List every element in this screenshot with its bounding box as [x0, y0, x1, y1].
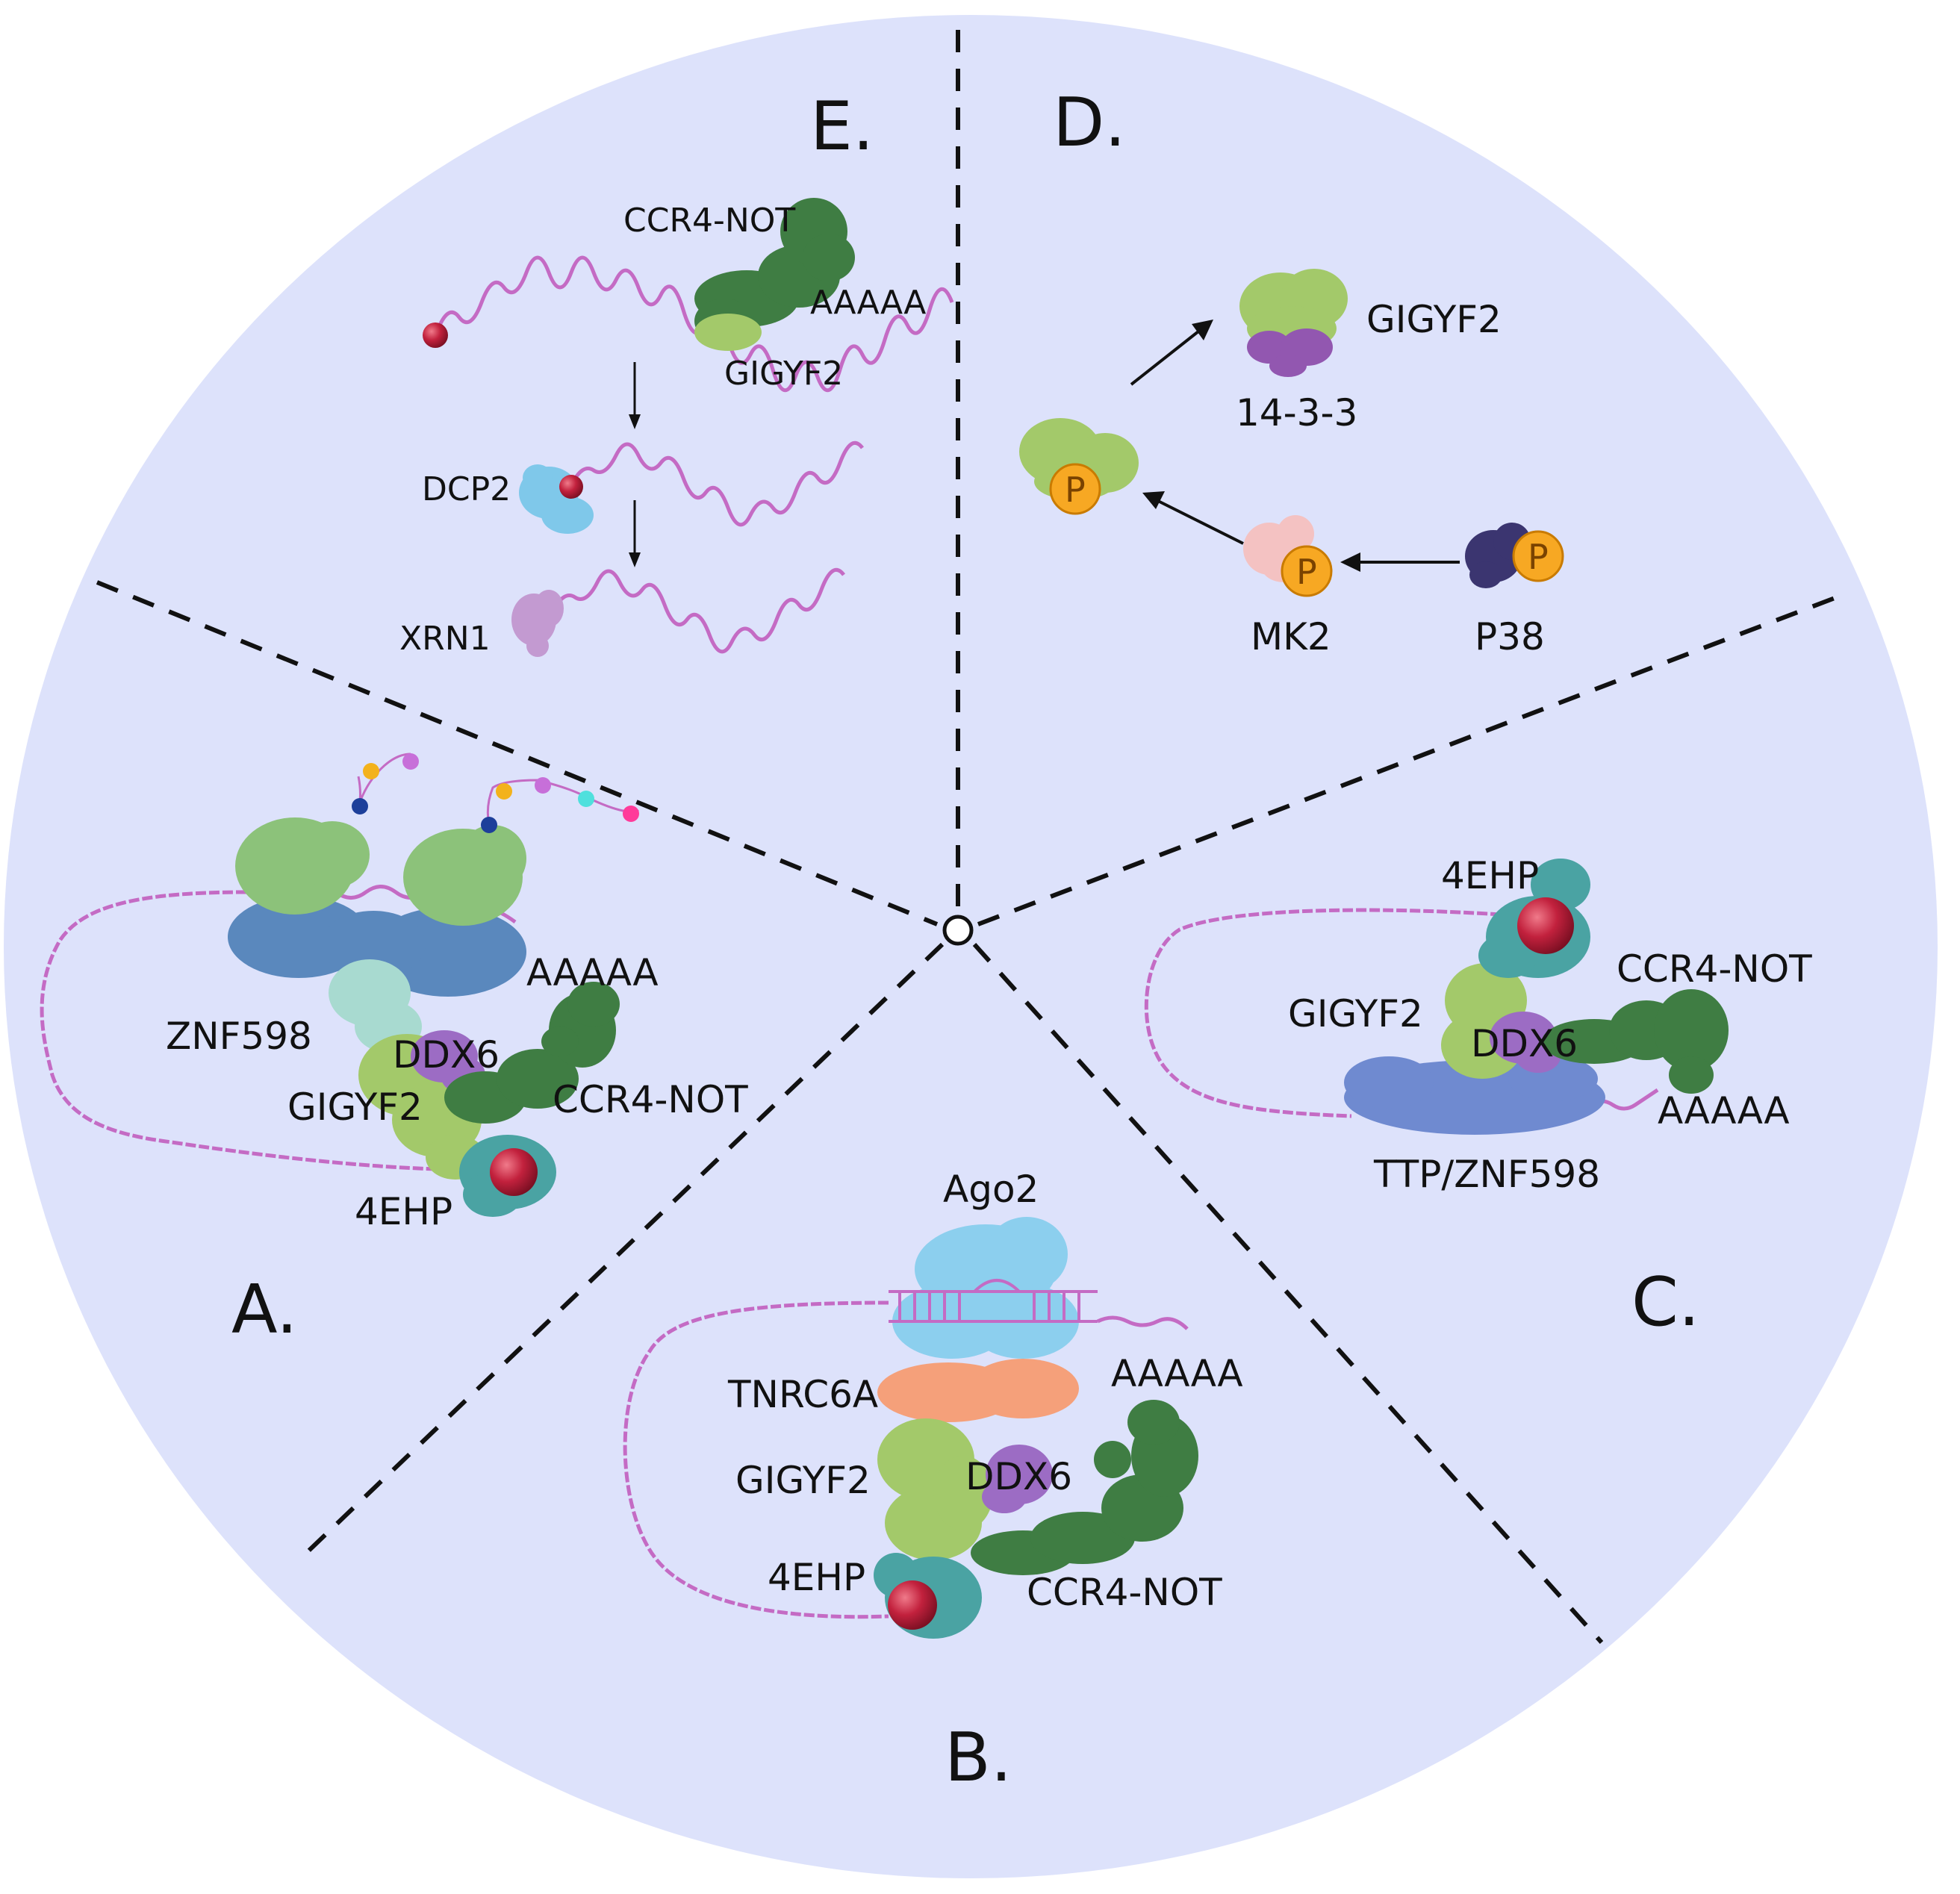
phospho-badge	[1281, 545, 1333, 597]
panel-a-letter: A.	[231, 1271, 298, 1349]
4ehp-label: 4EHP	[1441, 854, 1539, 897]
arrow-head-1	[629, 414, 641, 429]
gigyf2-protein	[877, 1418, 993, 1560]
gigyf2-label: GIGYF2	[735, 1459, 871, 1502]
ddx6-label: DDX6	[965, 1455, 1072, 1498]
phospho-badge	[1049, 463, 1101, 515]
ubiquitin-dot	[496, 783, 512, 800]
ddx6-protein	[1490, 1012, 1561, 1073]
center-hub	[942, 915, 974, 946]
14-3-3-label: 14-3-3	[1236, 391, 1357, 434]
panel-d-letter: D.	[1053, 84, 1126, 162]
ccr4-not-label: CCR4-NOT	[553, 1078, 748, 1121]
arrow-mk2-gigyf2	[1153, 497, 1244, 545]
mrna-strand-decapping	[569, 440, 864, 527]
ubiquitin-dot	[481, 817, 497, 833]
polya-tail-label: AAAAA	[810, 284, 926, 322]
p38-label: P38	[1475, 615, 1545, 658]
sector-dividers	[96, 30, 1838, 1645]
panel-a: A.	[40, 753, 748, 1349]
mrna-loop	[623, 1300, 889, 1619]
gigyf2-label: GIGYF2	[1366, 298, 1502, 341]
cap-structure	[1517, 897, 1574, 954]
gigyf2-label: GIGYF2	[287, 1085, 423, 1129]
ubiquitin-dot	[363, 763, 379, 779]
ccr4-not-complex	[444, 982, 620, 1124]
ribosome-large-subunit	[235, 817, 526, 926]
ubiquitin-dot	[623, 806, 639, 822]
phospho-badge-label: P	[1065, 470, 1086, 510]
tnrc6a-protein	[877, 1359, 1079, 1422]
ccr4-not-complex	[1542, 989, 1729, 1094]
ubiquitin-dot	[402, 753, 419, 770]
xrn1-label: XRN1	[399, 620, 491, 658]
ccr4-not-complex	[694, 198, 855, 343]
panel-b: B.	[623, 1168, 1243, 1797]
panel-e: E. CCR4-NOT AAAAA GIGYF2 DCP2	[399, 87, 954, 658]
znf598-label: ZNF598	[166, 1015, 312, 1058]
background-circle	[4, 15, 1938, 1878]
polya-tail-label: AAAAA	[526, 951, 659, 994]
cap-structure	[559, 475, 583, 499]
phospho-badge	[1512, 530, 1564, 582]
arrow-head-2	[629, 552, 641, 567]
polya-tail-label: AAAAA	[1111, 1352, 1243, 1395]
cap-structure	[888, 1580, 937, 1630]
phospho-badge-label: P	[1528, 537, 1549, 577]
p38-protein	[1465, 523, 1531, 588]
dcp2-label: DCP2	[422, 470, 511, 508]
ubiquitin-dot	[578, 791, 594, 807]
cap-structure	[490, 1148, 538, 1196]
ubiquitin-dot	[352, 798, 368, 814]
ago2-label: Ago2	[943, 1168, 1039, 1211]
arrow-head	[1192, 320, 1213, 340]
polya-tail-label: AAAAA	[1658, 1089, 1790, 1133]
mrna-strand-degrading	[550, 567, 845, 654]
4ehp-label: 4EHP	[768, 1556, 865, 1599]
phospho-badge-label: P	[1296, 552, 1317, 592]
ccr4-not-label: CCR4-NOT	[1027, 1571, 1222, 1614]
tnrc6a-label: TNRC6A	[727, 1373, 878, 1416]
panel-e-letter: E.	[810, 87, 874, 166]
gigyf2-protein	[694, 314, 762, 351]
14-3-3-protein	[1247, 328, 1333, 377]
4ehp-label: 4EHP	[355, 1190, 452, 1233]
mk2-label: MK2	[1251, 615, 1331, 658]
ttp-znf598-label: TTP/ZNF598	[1373, 1153, 1600, 1196]
ddx6-label: DDX6	[393, 1033, 500, 1077]
mrna-3prime	[1096, 1315, 1189, 1330]
panel-b-letter: B.	[945, 1719, 1012, 1797]
ubiquitin-dot	[535, 777, 551, 794]
gigyf2-label: GIGYF2	[724, 355, 843, 393]
ccr4-not-label: CCR4-NOT	[1617, 947, 1812, 991]
mrna-loop	[1144, 908, 1502, 1118]
ccr4-not-label: CCR4-NOT	[623, 202, 795, 240]
panel-d: D. GIGYF2 14-3-3 P	[1019, 84, 1564, 658]
ccr4-not-complex	[971, 1400, 1198, 1575]
panel-c-letter: C.	[1631, 1263, 1699, 1342]
mrna-loop	[40, 890, 516, 1171]
ddx6-label: DDX6	[1471, 1022, 1578, 1065]
gigyf2-label: GIGYF2	[1288, 992, 1423, 1035]
ubiquitin-chain	[486, 779, 640, 826]
ttp-znf598-protein	[1344, 1056, 1605, 1135]
xrn1-protein	[511, 590, 564, 657]
cap-structure	[423, 323, 448, 348]
arrow-head	[1142, 491, 1165, 509]
arrow-to-1433	[1130, 327, 1204, 386]
panel-c: C. 4EHP CCR4-NOT GIGYF	[1144, 854, 1812, 1342]
mirna-duplex	[889, 1279, 1098, 1323]
arrow-head	[1340, 552, 1360, 572]
ddx6-protein	[982, 1445, 1053, 1513]
ribosome-small-subunit	[228, 896, 526, 997]
